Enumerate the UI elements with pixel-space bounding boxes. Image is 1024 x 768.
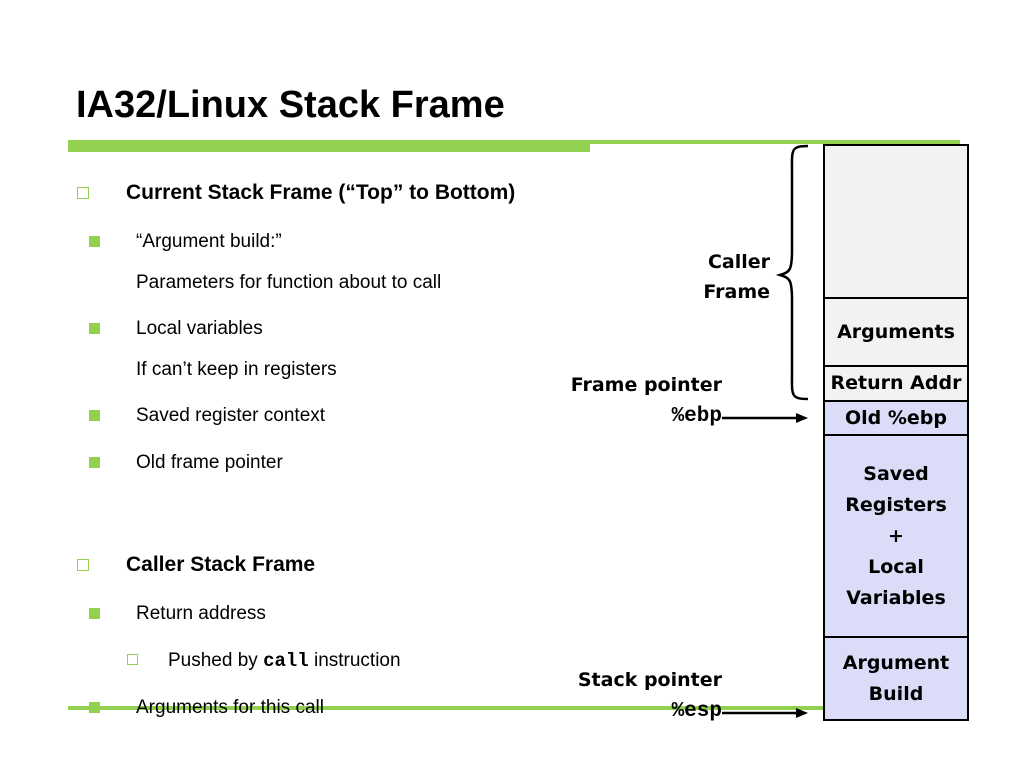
argument-build-line2: Build bbox=[868, 682, 924, 705]
stack-cell-return-addr: Return Addr bbox=[823, 365, 969, 402]
bullet-argument-build: “Argument build:” bbox=[136, 231, 282, 252]
footer-line bbox=[68, 706, 960, 710]
saved-registers-line3: + bbox=[888, 524, 904, 547]
hollow-square-bullet-icon bbox=[127, 654, 138, 665]
esp-register: %esp bbox=[671, 700, 722, 723]
title-underline-thick bbox=[68, 140, 590, 152]
stack-cell-argument-build: Argument Build bbox=[823, 636, 969, 721]
caller-frame-brace-icon bbox=[775, 144, 809, 401]
square-bullet-icon bbox=[89, 457, 100, 468]
bullet-arguments-for-call: Arguments for this call bbox=[136, 697, 324, 718]
bullet-saved-register-context: Saved register context bbox=[136, 405, 326, 426]
stack-pointer-label: Stack pointer bbox=[577, 669, 722, 691]
square-bullet-icon bbox=[89, 410, 100, 421]
frame-pointer-label: Frame pointer bbox=[570, 374, 722, 396]
stack-cell-arguments-label: Arguments bbox=[837, 320, 955, 343]
square-bullet-icon bbox=[89, 608, 100, 619]
bullet-local-variables: Local variables bbox=[136, 318, 263, 339]
bullet-old-frame-pointer: Old frame pointer bbox=[136, 452, 283, 473]
slide-title: IA32/Linux Stack Frame bbox=[76, 84, 505, 126]
stack-cell-old-ebp-label: Old %ebp bbox=[844, 406, 947, 429]
hollow-square-bullet-icon bbox=[77, 187, 89, 199]
caller-frame-label: Caller Frame bbox=[680, 247, 770, 307]
argument-build-line1: Argument bbox=[842, 651, 950, 674]
hollow-square-bullet-icon bbox=[77, 559, 89, 571]
caller-frame-label-line2: Frame bbox=[703, 281, 770, 303]
call-keyword: call bbox=[263, 650, 309, 672]
saved-registers-line1: Saved bbox=[863, 462, 929, 485]
esp-arrow-icon bbox=[722, 708, 808, 718]
ebp-register: %ebp bbox=[671, 405, 722, 428]
stack-cell-caller-empty bbox=[823, 144, 969, 299]
square-bullet-icon bbox=[89, 323, 100, 334]
title-underline-thin bbox=[590, 140, 960, 144]
stack-cell-arguments: Arguments bbox=[823, 297, 969, 367]
bullet-pushed-by-call: Pushed by call instruction bbox=[168, 650, 401, 672]
saved-registers-line4: Local bbox=[868, 555, 924, 578]
bullet-argument-build-desc: Parameters for function about to call bbox=[136, 272, 442, 293]
square-bullet-icon bbox=[89, 702, 100, 713]
stack-cell-saved-registers: Saved Registers + Local Variables bbox=[823, 434, 969, 638]
ebp-arrow-icon bbox=[722, 413, 808, 423]
stack-cell-old-ebp: Old %ebp bbox=[823, 400, 969, 436]
bullet-current-frame: Current Stack Frame (“Top” to Bottom) bbox=[126, 181, 516, 204]
caller-frame-label-line1: Caller bbox=[707, 251, 770, 273]
bullet-caller-frame: Caller Stack Frame bbox=[126, 553, 316, 576]
saved-registers-line5: Variables bbox=[846, 586, 946, 609]
square-bullet-icon bbox=[89, 236, 100, 247]
bullet-return-address: Return address bbox=[136, 603, 266, 624]
pushed-by-suffix: instruction bbox=[308, 650, 401, 671]
saved-registers-line2: Registers bbox=[845, 493, 947, 516]
pushed-by-prefix: Pushed by bbox=[168, 650, 264, 671]
bullet-local-variables-desc: If can’t keep in registers bbox=[136, 359, 337, 380]
stack-cell-return-addr-label: Return Addr bbox=[830, 372, 962, 394]
